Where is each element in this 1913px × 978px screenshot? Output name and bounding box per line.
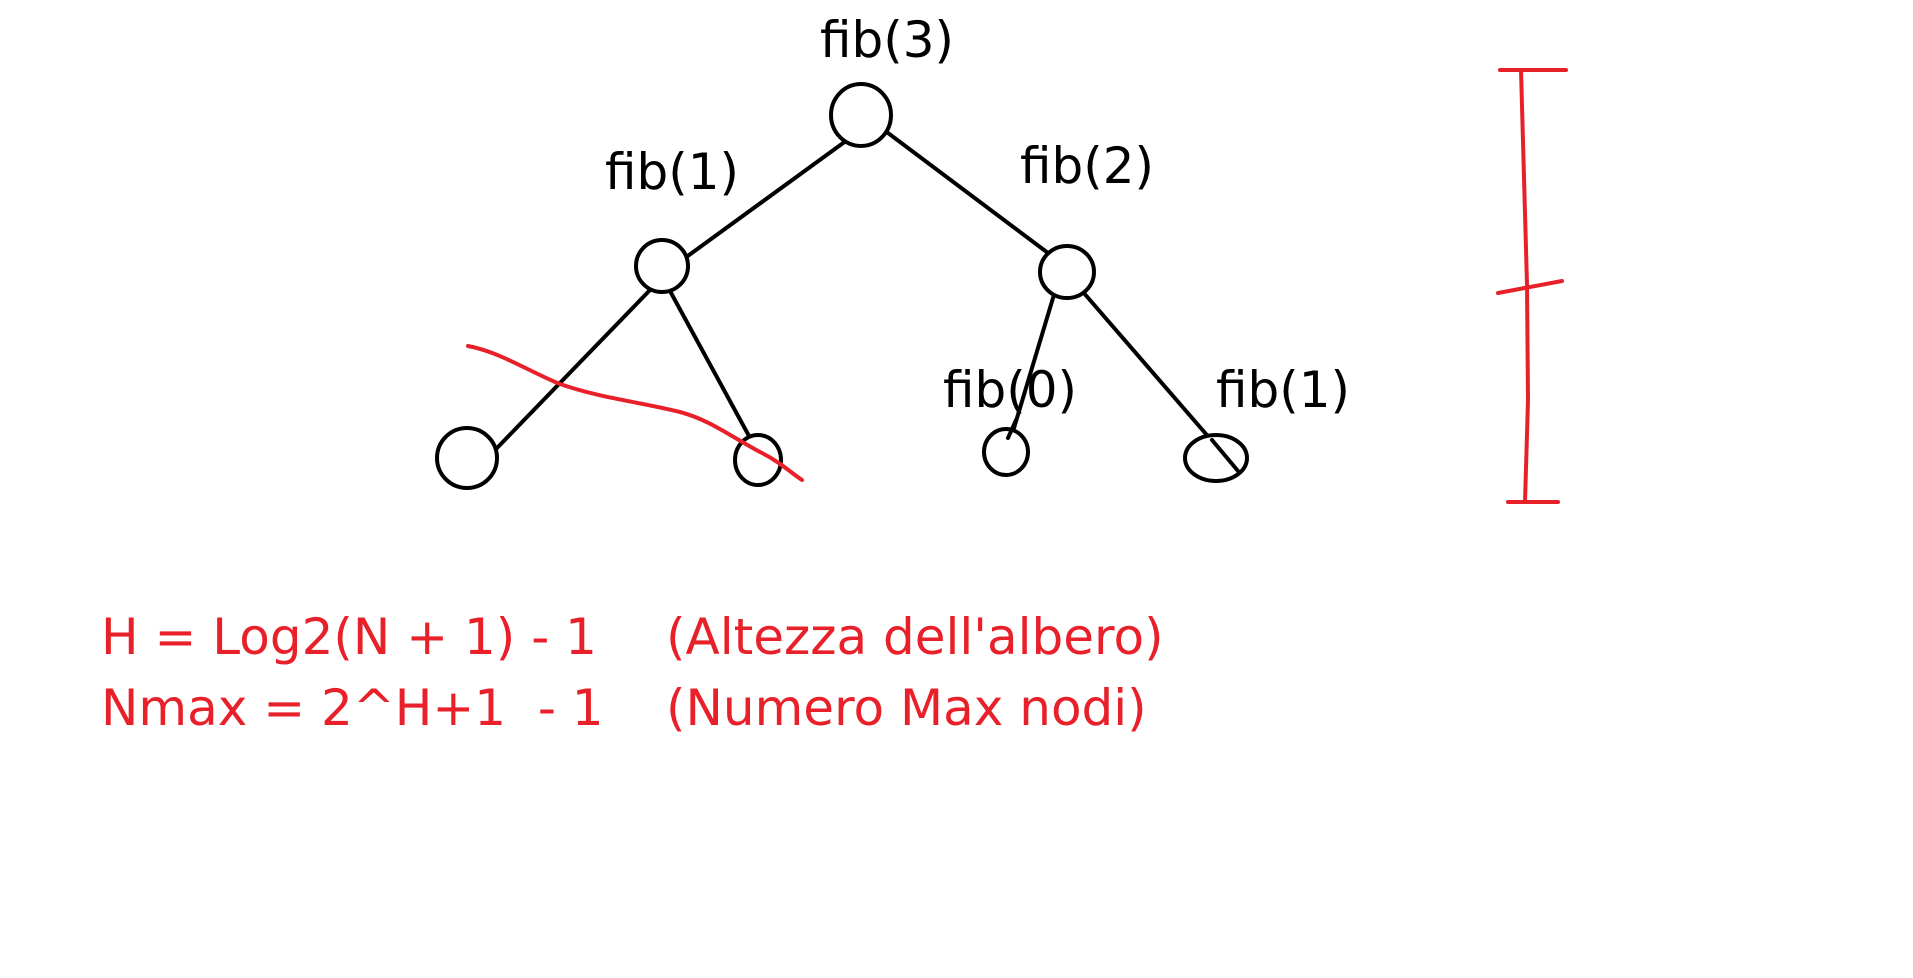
label-right-left-leaf: fib(0)	[943, 361, 1077, 419]
height-formula-note: (Altezza dell'albero)	[666, 608, 1164, 666]
label-root: fib(3)	[820, 11, 954, 69]
height-formula: H = Log2(N + 1) - 1	[101, 608, 597, 666]
max-nodes-formula-note: (Numero Max nodi)	[666, 679, 1147, 737]
node-right	[1038, 244, 1096, 300]
edge-left-rightleaf	[668, 289, 757, 449]
formulas: H = Log2(N + 1) - 1 (Altezza dell'albero…	[101, 608, 1164, 737]
node-left-right-leaf	[733, 433, 783, 487]
node-right-right-leaf	[1183, 433, 1249, 483]
label-right: fib(2)	[1020, 137, 1154, 195]
max-nodes-formula: Nmax = 2^H+1 - 1	[101, 679, 604, 737]
tree-nodes	[435, 82, 1249, 490]
label-left: fib(1)	[605, 143, 739, 201]
bracket-middle-tick	[1496, 279, 1564, 295]
edge-right-fib0	[1009, 286, 1058, 440]
node-right-left-leaf	[982, 427, 1030, 477]
red-height-bracket	[1496, 68, 1568, 504]
edge-root-left	[683, 136, 852, 260]
node-root	[829, 82, 893, 148]
red-crossout-scribble	[466, 344, 804, 482]
edge-overlap-stroke-fib0	[1006, 418, 1018, 440]
node-left-left-leaf	[435, 426, 499, 490]
bracket-vertical-line	[1519, 68, 1531, 504]
tree-edges	[495, 131, 1240, 473]
edge-root-right	[886, 131, 1054, 258]
edge-overlap-stroke	[1210, 438, 1240, 473]
tree-labels: fib(3) fib(1) fib(2) fib(0) fib(1)	[605, 11, 1350, 419]
label-right-right-leaf: fib(1)	[1216, 361, 1350, 419]
node-left	[634, 238, 690, 294]
edge-left-leftleaf	[495, 288, 652, 450]
